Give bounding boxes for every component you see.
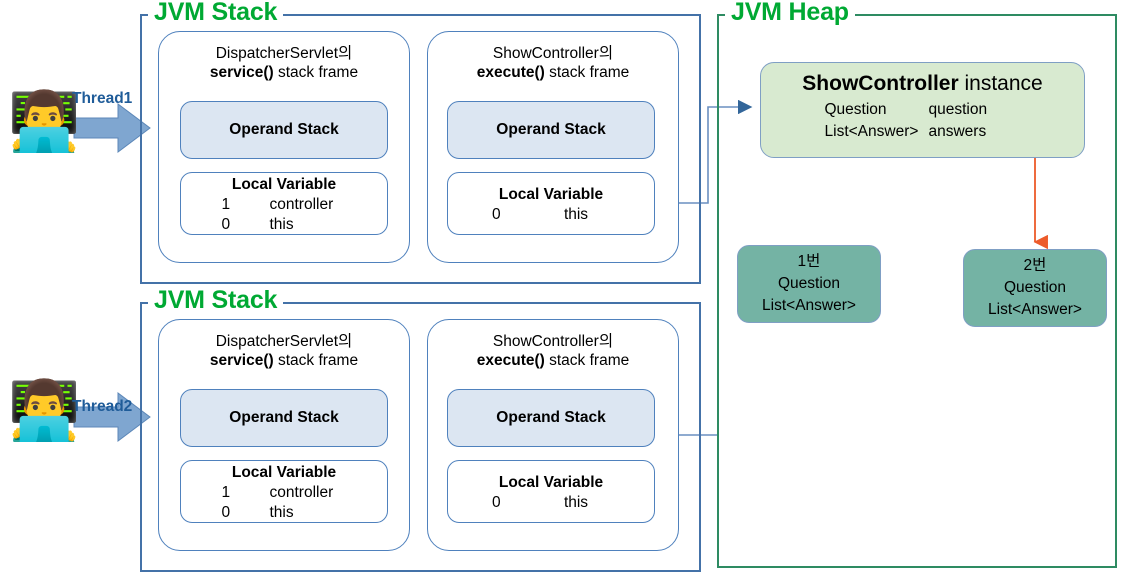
field-type: Question <box>824 101 887 118</box>
stack2-frame1-method: service() <box>209 352 274 369</box>
thread1-arrow <box>73 103 151 153</box>
jvm-stack-2-title: JVM Stack <box>148 288 284 313</box>
stack2-frame2-local-variable: Local Variable 0 this <box>447 460 655 523</box>
question-object-2-line3: List<Answer> <box>988 301 1082 318</box>
stack2-frame1-title-line1: DispatcherServlet의 <box>215 333 353 350</box>
field-name: question <box>928 101 988 118</box>
stack2-frame1-operand-label: Operand Stack <box>229 409 339 426</box>
slot-index: 1 <box>221 195 231 213</box>
stack1-frame2-local-variable: Local Variable 0 this <box>447 172 655 235</box>
question-object-1-line3: List<Answer> <box>762 297 856 314</box>
heap-showcontroller-instance: ShowController instance Question questio… <box>760 62 1085 158</box>
heap-question-object-2: 2번 Question List<Answer> <box>963 249 1107 327</box>
stack1-frame2-title-line1: ShowController의 <box>492 45 614 62</box>
thread2-user-icon: 👨‍💻 <box>8 378 81 443</box>
stack2-frame1-local-row-1: 1 controller <box>222 483 347 503</box>
stack2-frame2-title-line2-rest: stack frame <box>544 352 630 369</box>
field-name: answers <box>928 123 987 140</box>
jvm-stack-2-container <box>140 302 701 572</box>
stack1-frame1-method: service() <box>209 64 274 81</box>
heap-instance-title: ShowController instance <box>761 71 1084 97</box>
thread2-label: Thread2 <box>72 398 133 415</box>
slot-name: this <box>269 503 294 521</box>
stack1-frame2-local-title: Local Variable <box>498 185 604 203</box>
stack2-frame2-title-line1: ShowController의 <box>492 333 614 350</box>
stack1-frame2-title-line2-rest: stack frame <box>544 64 630 81</box>
thread1-user-icon: 👨‍💻 <box>8 89 81 154</box>
stack1-frame2-local-row-1: 0 this <box>492 205 610 225</box>
jvm-heap-title: JVM Heap <box>725 0 855 25</box>
stack2-frame2-title: ShowController의 execute() stack frame <box>427 332 679 370</box>
field-type: List<Answer> <box>824 123 919 140</box>
stack1-frame2-title: ShowController의 execute() stack frame <box>427 44 679 82</box>
stack2-frame2-local-title: Local Variable <box>498 473 604 491</box>
slot-index: 0 <box>492 493 501 511</box>
heap-instance-field-answers: List<Answer> answers <box>825 121 1021 143</box>
stack2-frame2-local-row-1: 0 this <box>492 493 610 513</box>
stack2-frame1-operand-stack: Operand Stack <box>180 389 388 447</box>
slot-name: controller <box>269 483 334 501</box>
heap-instance-fields: Question question List<Answer> answers <box>825 99 1021 143</box>
stack1-frame1-operand-stack: Operand Stack <box>180 101 388 159</box>
stack2-frame2-operand-stack: Operand Stack <box>447 389 655 447</box>
slot-index: 0 <box>221 215 231 233</box>
stack1-frame1-title-line2-rest: stack frame <box>273 64 359 81</box>
stack1-frame2-operand-stack: Operand Stack <box>447 101 655 159</box>
stack1-frame1-local-row-2: 0 this <box>222 215 347 235</box>
question-object-2-line2: Question <box>1003 279 1067 296</box>
stack1-frame1-local-title: Local Variable <box>231 175 337 193</box>
stack1-frame1-local-row-1: 1 controller <box>222 195 347 215</box>
heap-instance-title-rest: instance <box>958 72 1043 95</box>
stack1-frame1-title: DispatcherServlet의 service() stack frame <box>158 44 410 82</box>
slot-name: this <box>563 205 589 223</box>
slot-index: 1 <box>221 483 231 501</box>
stack2-frame2-operand-label: Operand Stack <box>496 409 606 426</box>
stack1-frame1-title-line1: DispatcherServlet의 <box>215 45 353 62</box>
question-object-1-line2: Question <box>777 275 841 292</box>
stack2-frame1-title-line2-rest: stack frame <box>273 352 359 369</box>
question-object-2-line1: 2번 <box>1023 257 1047 274</box>
thread1-label: Thread1 <box>72 90 133 107</box>
slot-index: 0 <box>221 503 231 521</box>
jvm-stack-1-container <box>140 14 701 284</box>
slot-index: 0 <box>492 205 501 223</box>
stack2-frame1-local-title: Local Variable <box>231 463 337 481</box>
jvm-heap-container <box>717 14 1117 568</box>
stack1-frame1-operand-label: Operand Stack <box>229 121 339 138</box>
slot-name: this <box>269 215 294 233</box>
heap-instance-class-name: ShowController <box>802 72 959 95</box>
stack1-frame2-method: execute() <box>476 64 545 81</box>
stack2-frame1-local-variable: Local Variable 1 controller 0 this <box>180 460 388 523</box>
stack2-frame1-local-row-2: 0 this <box>222 503 347 523</box>
heap-question-object-1: 1번 Question List<Answer> <box>737 245 881 323</box>
stack2-frame1-title: DispatcherServlet의 service() stack frame <box>158 332 410 370</box>
heap-instance-field-question: Question question <box>825 99 1021 121</box>
question-object-1-line1: 1번 <box>797 253 821 270</box>
slot-name: controller <box>269 195 334 213</box>
stack1-frame1-local-variable: Local Variable 1 controller 0 this <box>180 172 388 235</box>
slot-name: this <box>563 493 589 511</box>
jvm-stack-1-title: JVM Stack <box>148 0 284 25</box>
stack1-frame2-operand-label: Operand Stack <box>496 121 606 138</box>
stack2-frame2-method: execute() <box>476 352 545 369</box>
